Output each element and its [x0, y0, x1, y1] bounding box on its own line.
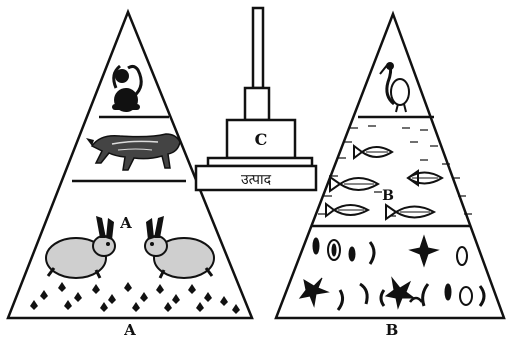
pyramid-a-inner-label: A: [119, 214, 132, 232]
tower-c-label: C: [255, 130, 268, 149]
pyramid-a-caption: A: [123, 321, 136, 338]
tower-tier-1: [245, 88, 269, 120]
pyramid-b-caption: B: [386, 321, 399, 338]
tower-spire: [253, 8, 263, 88]
pyramid-b-inner-label: B: [382, 188, 394, 204]
tower-c: C उत्पाद: [196, 8, 316, 190]
tower-base-label: उत्पाद: [241, 172, 272, 188]
